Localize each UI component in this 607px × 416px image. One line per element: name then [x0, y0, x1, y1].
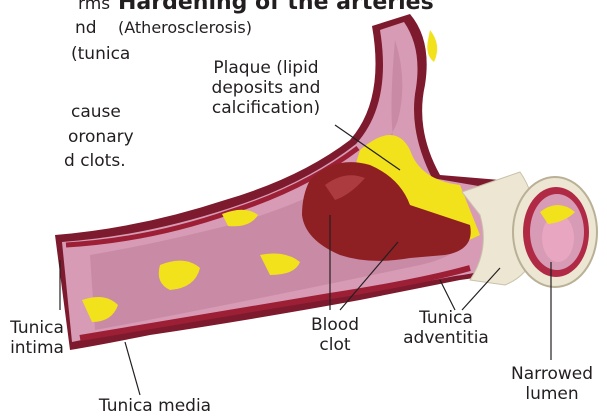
plaque-patch [427, 30, 437, 62]
label-tunica-intima-line: Tunica [2, 318, 72, 338]
label-blood-clot-line: Blood [302, 315, 368, 335]
label-narrowed-lumen-line: Narrowed [500, 364, 604, 384]
side-text-line: d clots. [64, 151, 126, 172]
side-text-line: cause [71, 102, 121, 123]
label-tunica-intima-line: intima [2, 338, 72, 358]
label-tunica-adventitia-line: adventitia [396, 328, 496, 348]
label-tunica-intima: Tunica intima [2, 318, 72, 358]
side-text-line: oronary [68, 127, 134, 148]
leader-adventitia-a [440, 280, 455, 310]
label-plaque-line: calcification) [196, 98, 336, 118]
leader-media [125, 342, 140, 395]
side-text-line: nd [75, 18, 97, 39]
side-text-line: (tunica [71, 44, 130, 65]
label-blood-clot-line: clot [302, 335, 368, 355]
label-plaque-line: Plaque (lipid [196, 58, 336, 78]
label-narrowed-lumen: Narrowed lumen [500, 364, 604, 404]
label-plaque-line: deposits and [196, 78, 336, 98]
label-tunica-media: Tunica media [90, 396, 220, 416]
label-plaque: Plaque (lipid deposits and calcification… [196, 58, 336, 118]
label-tunica-adventitia: Tunica adventitia [396, 308, 496, 348]
diagram-subtitle: (Atherosclerosis) [118, 18, 252, 37]
diagram-title: Hardening of the arteries [118, 0, 434, 15]
label-blood-clot: Blood clot [302, 315, 368, 355]
label-narrowed-lumen-line: lumen [500, 384, 604, 404]
label-tunica-media-line: Tunica media [90, 396, 220, 416]
label-tunica-adventitia-line: Tunica [396, 308, 496, 328]
side-text-line: rms [78, 0, 110, 15]
